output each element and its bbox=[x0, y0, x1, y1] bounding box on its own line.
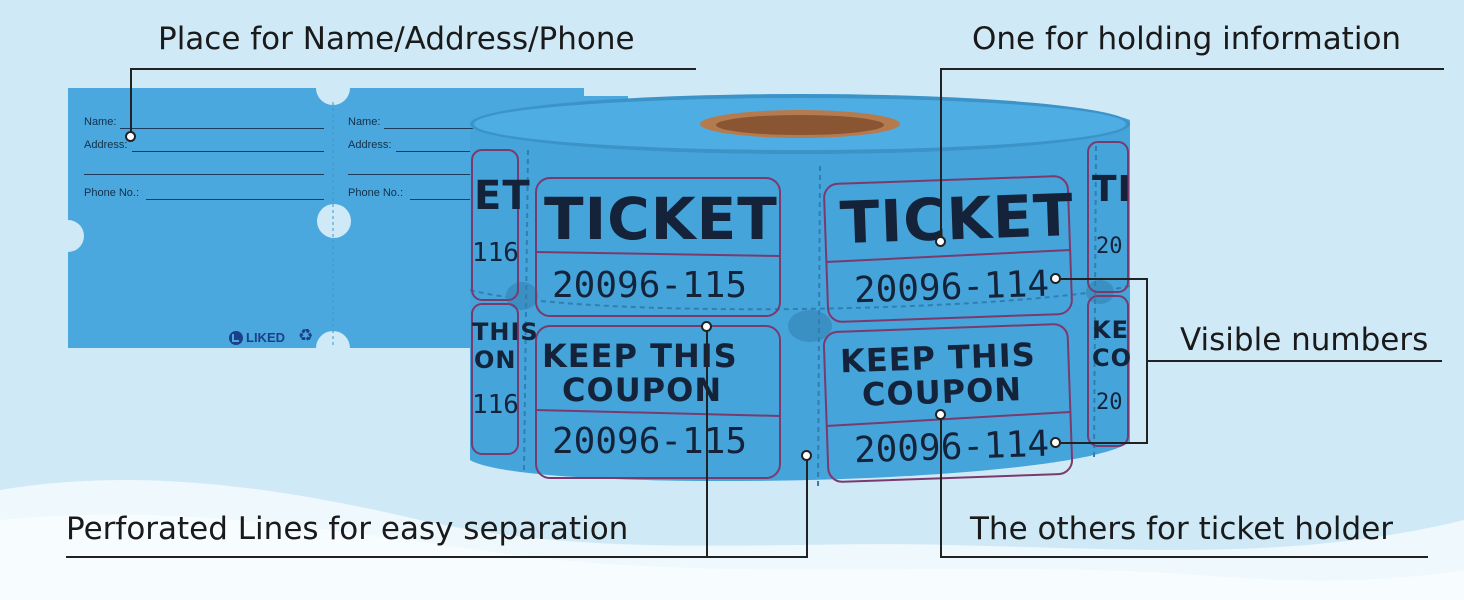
address-field-label: Address: bbox=[84, 139, 128, 151]
brand-logo-icon bbox=[229, 331, 243, 345]
name-field-line bbox=[120, 128, 324, 129]
callout-leader-perforated-1 bbox=[706, 326, 708, 558]
partial-ticket-left: ET bbox=[474, 173, 531, 219]
partial-number-left-2: 116 bbox=[472, 390, 519, 420]
callout-leader-name bbox=[130, 68, 132, 136]
callout-dot-numbers-top bbox=[1050, 273, 1061, 284]
callout-perforated-lines: Perforated Lines for easy separation bbox=[66, 511, 629, 547]
partial-number-right-2: 20 bbox=[1096, 390, 1123, 415]
coupon-line1-a: KEEP THIS bbox=[542, 337, 738, 375]
callout-line-name bbox=[130, 68, 696, 70]
callout-leader-holder bbox=[940, 414, 942, 558]
callout-leader-numbers bbox=[1146, 278, 1148, 444]
callout-line-holding bbox=[940, 68, 1444, 70]
callout-leader-holding bbox=[940, 68, 942, 240]
coupon-line2-a: COUPON bbox=[562, 371, 723, 409]
callout-line-numbers bbox=[1148, 360, 1442, 362]
name-field-label-2: Name: bbox=[348, 116, 381, 128]
callout-branch-bottom bbox=[1056, 442, 1148, 444]
partial-number-left: 116 bbox=[472, 238, 519, 268]
callout-dot-numbers-bottom bbox=[1050, 437, 1061, 448]
callout-dot-perforated-2 bbox=[801, 450, 812, 461]
callout-dot-holder bbox=[935, 409, 946, 420]
partial-coupon-right: KE bbox=[1092, 316, 1129, 344]
phone-field-line bbox=[146, 199, 324, 200]
callout-holding-information: One for holding information bbox=[972, 21, 1402, 57]
phone-field-label-2: Phone No.: bbox=[348, 187, 404, 199]
ticket-roll: TICKET 20096-115 TICKET 20096-114 KEEP T… bbox=[466, 90, 1134, 500]
ticket-number-b: 20096-114 bbox=[853, 263, 1050, 312]
callout-branch-top bbox=[1056, 278, 1148, 280]
address-field-line-2 bbox=[84, 174, 324, 175]
partial-coupon2-left: ON bbox=[474, 346, 517, 374]
address-field-line bbox=[132, 151, 324, 152]
ticket-word-b: TICKET bbox=[838, 180, 1075, 258]
coupon-number-a: 20096-115 bbox=[552, 421, 748, 462]
coupon-line2-b: COUPON bbox=[861, 370, 1023, 414]
callout-leader-perforated-2 bbox=[806, 456, 808, 558]
callout-visible-numbers: Visible numbers bbox=[1180, 322, 1429, 358]
ticket-word-a: TICKET bbox=[544, 185, 778, 253]
brand-name: LIKED bbox=[246, 330, 285, 345]
phone-field-label: Phone No.: bbox=[84, 187, 140, 199]
partial-coupon2-right: CO bbox=[1092, 344, 1133, 372]
callout-dot-name bbox=[125, 131, 136, 142]
ticket-number-a: 20096-115 bbox=[552, 265, 748, 306]
name-field-label: Name: bbox=[84, 116, 117, 128]
callout-dot-perforated-1 bbox=[701, 321, 712, 332]
callout-line-holder bbox=[940, 556, 1428, 558]
callout-line-perforated bbox=[66, 556, 808, 558]
callout-ticket-holder: The others for ticket holder bbox=[970, 511, 1394, 547]
address-field-label-2: Address: bbox=[348, 139, 392, 151]
roll-shape bbox=[469, 94, 1131, 491]
coupon-number-b: 20096-114 bbox=[853, 423, 1050, 472]
callout-name-address-phone: Place for Name/Address/Phone bbox=[158, 21, 635, 57]
partial-number-right: 20 bbox=[1096, 234, 1123, 259]
callout-dot-holding bbox=[935, 236, 946, 247]
recycle-icon: ♻ bbox=[298, 326, 314, 346]
partial-ticket-right: TI bbox=[1092, 169, 1132, 210]
partial-coupon-left: THIS bbox=[472, 318, 539, 346]
